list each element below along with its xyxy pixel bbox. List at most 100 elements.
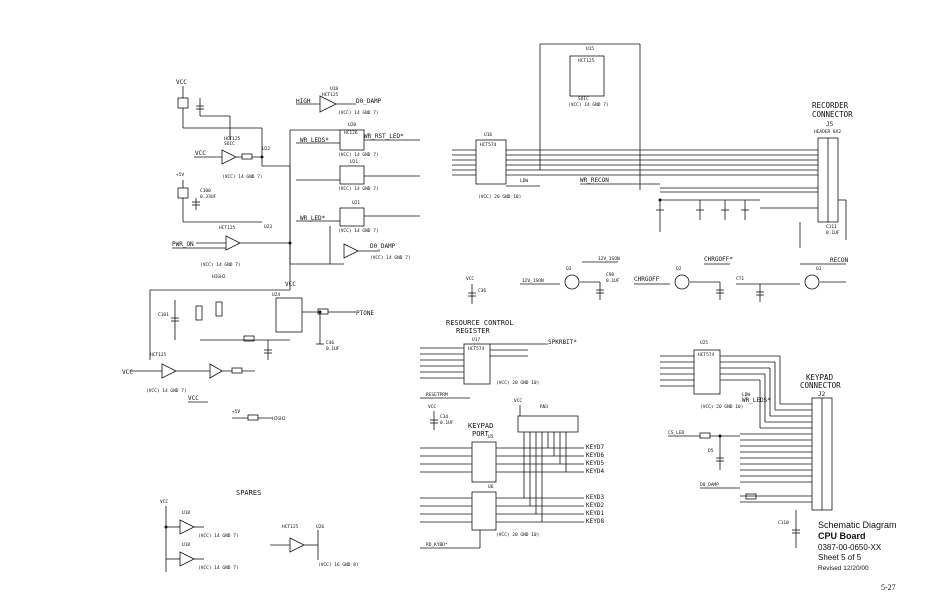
- svg-text:WR_LEDS*: WR_LEDS*: [300, 137, 329, 144]
- svg-text:VCC: VCC: [122, 369, 133, 376]
- svg-text:KEYD4: KEYD4: [586, 468, 604, 475]
- svg-text:PORT: PORT: [472, 430, 490, 438]
- svg-text:KEYD2: KEYD2: [586, 502, 604, 509]
- svg-text:C46: C46: [326, 340, 334, 346]
- svg-text:(VCC) 20 GND 10): (VCC) 20 GND 10): [496, 380, 539, 386]
- svg-text:(VCC) 14 GND 7): (VCC) 14 GND 7): [198, 565, 239, 571]
- svg-text:U17: U17: [472, 337, 480, 343]
- svg-text:KEYD3: KEYD3: [586, 494, 604, 501]
- svg-text:C111: C111: [826, 224, 837, 230]
- svg-text:U5: U5: [488, 434, 494, 440]
- svg-text:PTONE: PTONE: [356, 310, 374, 317]
- svg-text:HIGH: HIGH: [296, 98, 311, 105]
- svg-text:HCT125: HCT125: [282, 524, 299, 530]
- svg-text:0.33UF: 0.33UF: [200, 194, 217, 200]
- svg-text:U18: U18: [330, 86, 338, 92]
- svg-text:Q1: Q1: [816, 266, 822, 272]
- svg-text:0.1UF: 0.1UF: [826, 230, 840, 236]
- svg-text:RESETPRM: RESETPRM: [426, 392, 448, 398]
- svg-text:KEYD1: KEYD1: [586, 510, 604, 517]
- svg-text:HCT574: HCT574: [480, 142, 497, 148]
- svg-text:D0_DAMP: D0_DAMP: [356, 98, 382, 105]
- svg-text:(VCC) 20 GND 10): (VCC) 20 GND 10): [496, 532, 539, 538]
- sheet-number: Sheet 5 of 5: [818, 552, 862, 562]
- svg-text:C98: C98: [606, 272, 614, 278]
- svg-text:SPKRBIT*: SPKRBIT*: [548, 339, 577, 346]
- keypad-port-block: VCC C34 0.1UF KEYPAD PORT U5 KEYD7 KEYD6…: [420, 398, 604, 549]
- led-gates-block: HIGH D0_DAMP U18 HCT125 (VCC) 14 GND 7) …: [289, 86, 420, 265]
- svg-text:U21: U21: [352, 200, 360, 206]
- svg-text:0.1UF: 0.1UF: [606, 278, 620, 284]
- svg-text:REGISTER: REGISTER: [456, 327, 491, 335]
- svg-text:(VCC) 14 GND 7): (VCC) 14 GND 7): [200, 262, 241, 268]
- svg-text:J2: J2: [818, 391, 826, 398]
- svg-text:C36: C36: [478, 288, 486, 294]
- svg-text:CHRGOFF*: CHRGOFF*: [704, 256, 733, 263]
- svg-text:HC126: HC126: [344, 130, 358, 136]
- svg-text:J5: J5: [826, 121, 834, 128]
- svg-text:(VCC) 14 GND 7): (VCC) 14 GND 7): [370, 255, 411, 261]
- svg-text:KEYPAD: KEYPAD: [468, 422, 493, 430]
- svg-text:+5V: +5V: [176, 172, 184, 178]
- title-line-1: Schematic Diagram: [818, 520, 897, 530]
- svg-text:12V_1SON: 12V_1SON: [598, 256, 620, 262]
- svg-text:U25: U25: [700, 340, 708, 346]
- svg-text:U15: U15: [586, 46, 594, 52]
- svg-text:RESOURCE CONTROL: RESOURCE CONTROL: [446, 319, 513, 327]
- svg-text:SPARES: SPARES: [236, 489, 261, 497]
- svg-text:(VCC) 14 GND 7): (VCC) 14 GND 7): [338, 186, 379, 192]
- svg-text:U20: U20: [348, 122, 356, 128]
- svg-text:HCT574: HCT574: [698, 352, 715, 358]
- svg-text:VCC: VCC: [514, 398, 522, 404]
- svg-text:(VCC) 14 GND 7): (VCC) 14 GND 7): [568, 102, 609, 108]
- svg-text:C100: C100: [200, 188, 211, 194]
- svg-text:U23: U23: [264, 224, 272, 230]
- svg-text:CT1: CT1: [736, 276, 744, 282]
- recorder-block: U15 HCT125 SOIC (VCC) 14 GND 7) U16 HCT5…: [452, 43, 853, 248]
- svg-text:LDW: LDW: [742, 392, 750, 398]
- svg-text:Q3: Q3: [566, 266, 572, 272]
- svg-text:RD_KYBD*: RD_KYBD*: [426, 542, 448, 548]
- svg-text:SOIC: SOIC: [578, 96, 589, 102]
- svg-text:D0_DAMP: D0_DAMP: [370, 243, 396, 250]
- svg-text:HCT125: HCT125: [150, 352, 167, 358]
- svg-text:(VCC) 20 GND 10): (VCC) 20 GND 10): [478, 194, 521, 200]
- svg-text:KEYD5: KEYD5: [586, 460, 604, 467]
- svg-text:VCC: VCC: [188, 395, 199, 402]
- svg-text:CONNECTOR: CONNECTOR: [812, 110, 853, 119]
- svg-text:D0_DAMP: D0_DAMP: [700, 482, 719, 488]
- svg-text:0.1UF: 0.1UF: [326, 346, 340, 352]
- svg-text:RECON: RECON: [830, 257, 848, 264]
- page-number: 5-27: [881, 583, 896, 592]
- svg-text:(VCC) 14 GND 7): (VCC) 14 GND 7): [338, 228, 379, 234]
- svg-text:(VCC) 14 GND 7): (VCC) 14 GND 7): [198, 533, 239, 539]
- svg-text:VCC: VCC: [285, 281, 296, 288]
- svg-text:C101: C101: [158, 312, 169, 318]
- svg-text:KEYD6: KEYD6: [586, 452, 604, 459]
- svg-text:(VCC) 14 GND 7): (VCC) 14 GND 7): [222, 174, 263, 180]
- svg-text:VCC: VCC: [160, 499, 168, 505]
- svg-text:CONNECTOR: CONNECTOR: [800, 381, 841, 390]
- svg-text:HCT125: HCT125: [224, 136, 241, 142]
- svg-text:U24: U24: [272, 292, 280, 298]
- svg-text:(VCC) 14 GND 7): (VCC) 14 GND 7): [338, 152, 379, 158]
- svg-text:HCT125: HCT125: [219, 225, 236, 231]
- resource-register-block: RESOURCE CONTROL REGISTER U17 HCT574 SPK…: [420, 319, 577, 399]
- svg-text:(VCC) 20 GND 10): (VCC) 20 GND 10): [700, 404, 743, 410]
- svg-text:KEYD7: KEYD7: [586, 444, 604, 451]
- left-power-block: VCC VCC (VCC) 14 GND 7) HCT125 SOIC U22 …: [122, 79, 374, 422]
- svg-text:U21: U21: [350, 159, 358, 165]
- svg-text:+5V: +5V: [232, 409, 240, 415]
- svg-text:HIGH2: HIGH2: [272, 416, 286, 422]
- svg-text:0.1UF: 0.1UF: [440, 420, 454, 426]
- svg-text:WR_RST_LED*: WR_RST_LED*: [364, 133, 404, 140]
- vcc-label: VCC: [176, 79, 187, 86]
- svg-text:SOIC: SOIC: [224, 141, 235, 147]
- svg-text:(VCC) 16 GND 8): (VCC) 16 GND 8): [318, 562, 359, 568]
- svg-text:(VCC) 14 GND 7): (VCC) 14 GND 7): [338, 110, 379, 116]
- svg-text:(VCC) 14 GND 7): (VCC) 14 GND 7): [146, 388, 187, 394]
- spares-block: SPARES VCC U18 (VCC) 14 GND 7) U18 (VCC)…: [160, 489, 359, 572]
- svg-text:U6: U6: [488, 484, 494, 490]
